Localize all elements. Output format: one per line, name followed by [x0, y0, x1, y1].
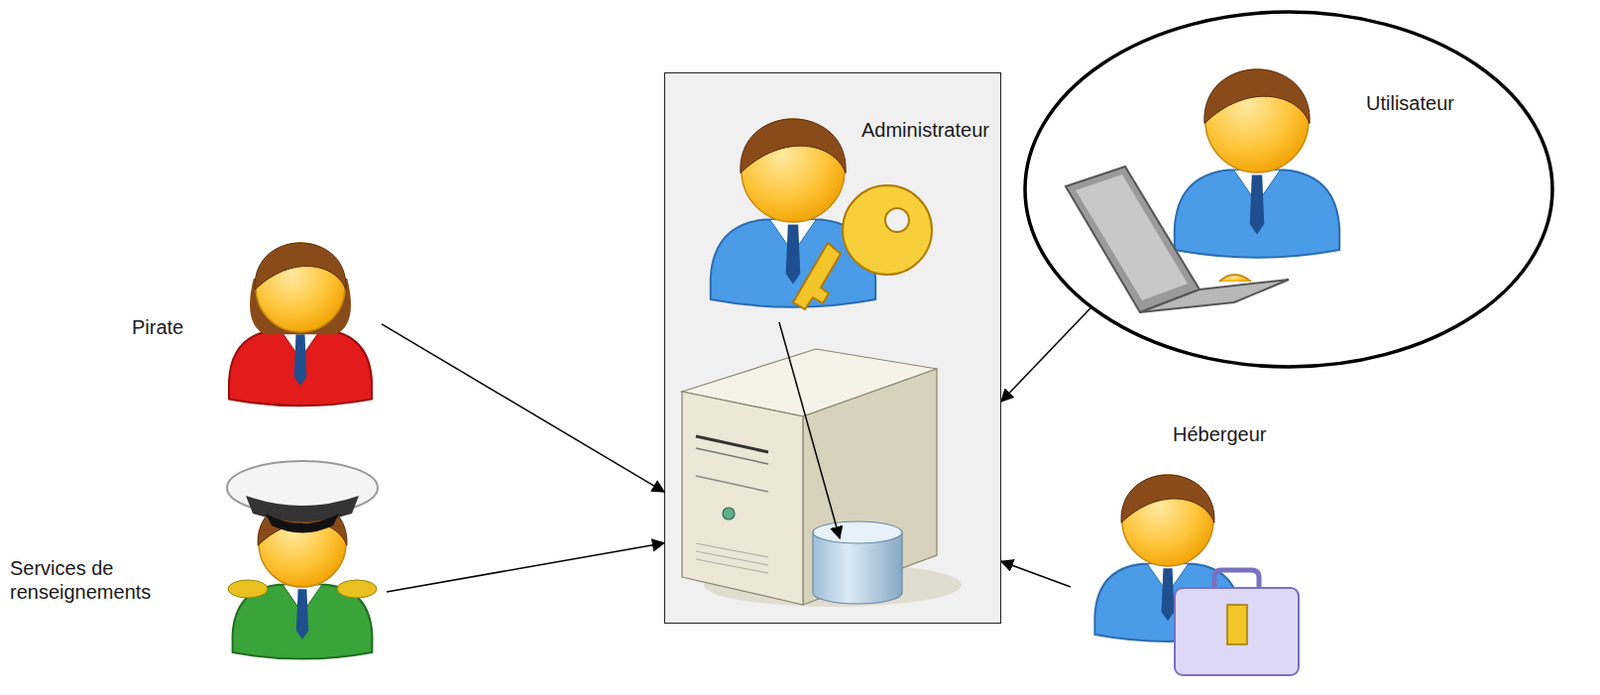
tie	[1161, 568, 1175, 621]
node-label: Services de renseignements	[9, 556, 224, 604]
access-arrow	[381, 324, 665, 492]
tie	[786, 225, 801, 285]
figure-body	[228, 330, 372, 407]
access-arrow	[386, 543, 665, 592]
node-label: Hébergeur	[1172, 422, 1267, 447]
user-icon	[1174, 69, 1340, 258]
server-panel: Administrateur	[664, 72, 1002, 624]
pirate-icon	[228, 242, 372, 406]
host-actor: Hébergeur	[1070, 414, 1309, 677]
ellipse-outline	[1023, 9, 1555, 369]
hair	[740, 118, 846, 174]
panel-fill	[664, 72, 1002, 624]
access-arrow	[779, 322, 840, 539]
hair	[254, 242, 346, 290]
intelligence-actor: Services de renseignements	[4, 463, 387, 675]
server-tower	[682, 348, 937, 605]
tie	[294, 334, 308, 386]
node-label: Utilisateur	[1366, 91, 1455, 115]
access-arrow	[1001, 561, 1071, 587]
ellipse-line	[1025, 11, 1553, 367]
hair	[1204, 69, 1310, 124]
key-icon	[793, 185, 932, 310]
hair	[1121, 474, 1215, 523]
node-label: Administrateur	[861, 117, 990, 142]
node-label: Pirate	[131, 315, 184, 340]
head	[255, 242, 345, 333]
figure-body	[1174, 169, 1340, 257]
user-ellipse: Utilisateur	[1023, 9, 1555, 369]
intelligence-icon	[232, 499, 373, 660]
briefcase-icon	[1174, 570, 1299, 676]
pirate-actor: Pirate	[123, 220, 382, 424]
tie	[1250, 175, 1265, 235]
tie	[296, 588, 309, 640]
cap-icon	[227, 460, 378, 598]
access-arrow	[1001, 308, 1091, 402]
laptop-icon	[1065, 166, 1289, 313]
database-cylinder	[812, 521, 903, 604]
